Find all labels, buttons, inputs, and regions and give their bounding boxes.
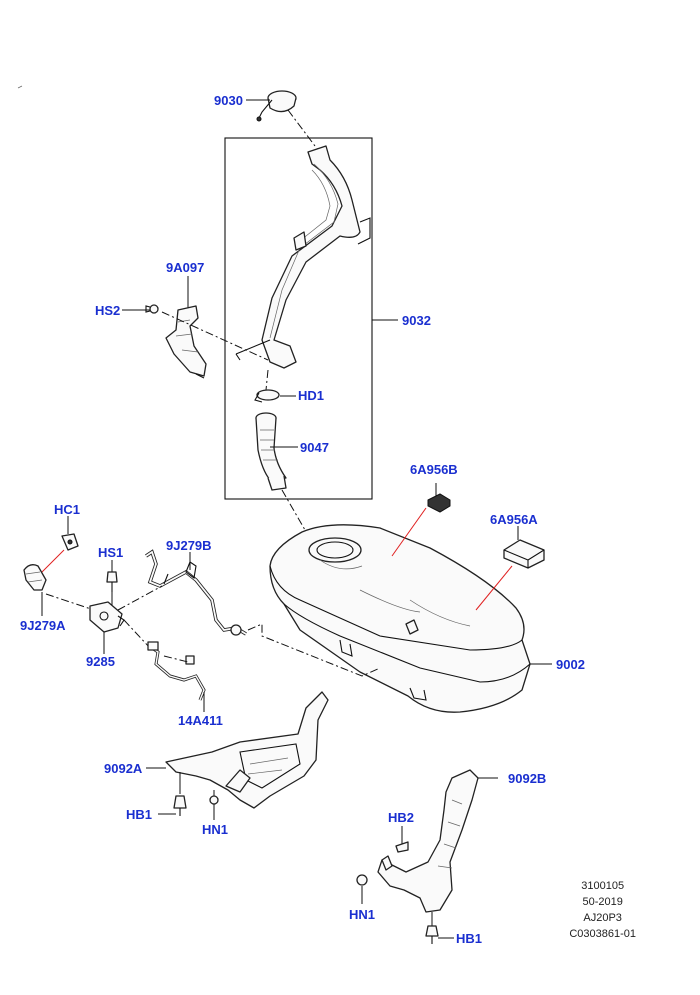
clamp-hd1-drawing [254, 389, 296, 403]
label-9j279b[interactable]: 9J279B [166, 538, 212, 553]
reference-block: 3100105 50-2019 AJ20P3 C0303861-01 [569, 878, 636, 942]
tube-9j279b-drawing [117, 549, 381, 677]
pad-6a956b-drawing [391, 483, 451, 557]
label-9j279a[interactable]: 9J279A [20, 618, 66, 633]
label-6a956a[interactable]: 6A956A [490, 512, 538, 527]
scan-artifact [17, 85, 23, 89]
connector-9j279a-drawing [23, 516, 95, 616]
reference-line-1: 3100105 [581, 880, 625, 892]
valve-9285-drawing [89, 601, 151, 654]
label-9047[interactable]: 9047 [300, 440, 329, 455]
hose-drawing [255, 412, 298, 491]
label-14a411[interactable]: 14A411 [178, 713, 223, 728]
label-hd1[interactable]: HD1 [298, 388, 325, 403]
reference-line-2: 50-2019 [582, 896, 623, 908]
label-hs2[interactable]: HS2 [95, 303, 121, 318]
label-9032[interactable]: 9032 [402, 313, 431, 328]
label-hs1[interactable]: HS1 [98, 545, 124, 560]
label-9092a[interactable]: 9092A [104, 761, 143, 776]
label-9a097[interactable]: 9A097 [166, 260, 205, 275]
strap-9092a-drawing [146, 691, 329, 820]
label-hc1[interactable]: HC1 [54, 502, 81, 517]
filler-cap-drawing [246, 90, 319, 151]
harness-14a411-drawing [147, 641, 206, 712]
label-9002[interactable]: 9002 [556, 657, 585, 672]
filler-pipe-drawing [235, 145, 371, 369]
label-6a956b[interactable]: 6A956B [410, 462, 458, 477]
label-9092b[interactable]: 9092B [508, 771, 547, 786]
screw-hs1-drawing [106, 560, 118, 606]
fuel-tank-drawing [269, 524, 552, 713]
reference-line-3: AJ20P3 [583, 912, 622, 924]
label-hb2[interactable]: HB2 [388, 810, 415, 825]
label-hn1-right[interactable]: HN1 [349, 907, 376, 922]
reference-line-4: C0303861-01 [569, 928, 636, 940]
label-9030[interactable]: 9030 [214, 93, 243, 108]
label-hb1-left[interactable]: HB1 [126, 807, 153, 822]
label-9285[interactable]: 9285 [86, 654, 115, 669]
pad-6a956a-drawing [475, 526, 545, 611]
label-hb1-right[interactable]: HB1 [456, 931, 483, 946]
label-hn1-left[interactable]: HN1 [202, 822, 229, 837]
strap-9092b-drawing [356, 769, 498, 944]
bracket-9a097-drawing [122, 276, 269, 379]
filler-pipe-group-box [224, 137, 373, 500]
